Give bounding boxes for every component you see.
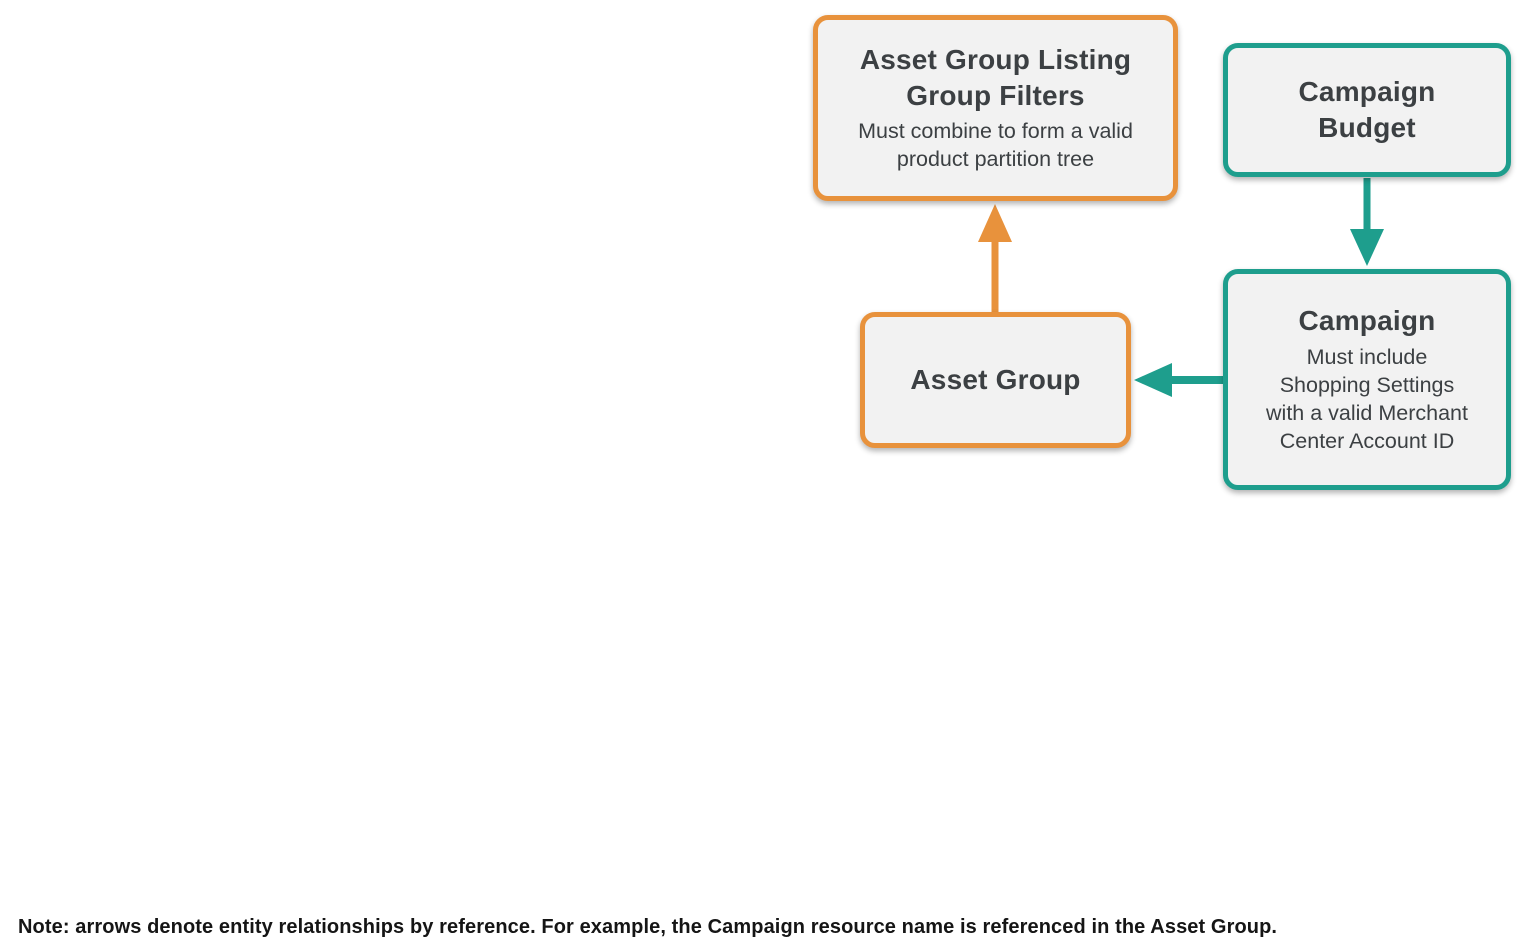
node-title: Campaign Budget	[1298, 76, 1436, 143]
edge-asset-group-to-listing-filters	[978, 204, 1012, 312]
node-title: Asset Group Listing Group Filters	[859, 43, 1132, 111]
node-subtitle: Must include Shopping Settings with a va…	[1266, 345, 1468, 453]
node-subtitle: Must combine to form a valid product par…	[858, 119, 1133, 172]
node-asset-group-listing-group-filters: Asset Group Listing Group Filters Must c…	[813, 15, 1178, 201]
node-campaign-budget: Campaign Budget	[1223, 43, 1511, 177]
edge-campaign-budget-to-campaign	[1350, 178, 1384, 266]
edge-campaign-to-asset-group	[1134, 363, 1223, 397]
node-asset-group: Asset Group	[860, 312, 1131, 448]
node-campaign: Campaign Must include Shopping Settings …	[1223, 269, 1511, 490]
node-title: Asset Group	[910, 364, 1081, 396]
footnote: Note: arrows denote entity relationships…	[18, 916, 1278, 938]
node-title: Campaign	[1298, 305, 1436, 337]
